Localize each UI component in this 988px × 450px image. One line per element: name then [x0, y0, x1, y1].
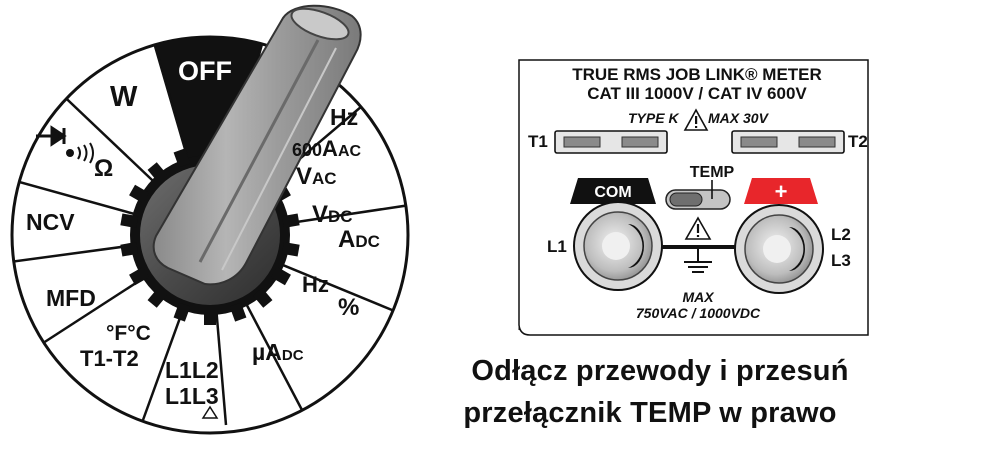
ground-icon: [684, 247, 712, 273]
max-rating-label: 750VAC / 1000VDC: [636, 305, 761, 321]
dial-label-vdc: VDC: [312, 201, 353, 228]
plus-label: +: [775, 179, 788, 204]
com-terminal[interactable]: COM: [570, 178, 663, 291]
dial-label-vac: VAC: [296, 163, 337, 190]
rotary-dial: OFF W Ω NCV MFD °F°C T1-T2 L1L2 L1L3 µAD…: [10, 2, 410, 435]
dial-label-temp-probes: T1-T2: [80, 346, 139, 371]
l2-label: L2: [831, 225, 851, 244]
dial-label-ncv: NCV: [26, 209, 75, 235]
off-segment: [148, 37, 268, 235]
dial-label-rotation-l1l3: L1L3: [165, 383, 219, 409]
t2-label: T2: [848, 132, 868, 151]
dial-label-percent: %: [338, 294, 359, 321]
temp-slide-switch[interactable]: [665, 180, 731, 210]
panel-title-line1: TRUE RMS JOB LINK® METER: [572, 65, 822, 84]
warning-triangle-icon: [683, 108, 709, 131]
selector-lever[interactable]: [152, 2, 362, 286]
instruction-line-2: przełącznik TEMP w prawo: [463, 397, 837, 429]
dial-label-mfd: MFD: [46, 285, 96, 311]
t1-socket[interactable]: [554, 130, 668, 154]
dial-label-w: W: [110, 81, 138, 113]
l3-label: L3: [831, 251, 851, 270]
dial-label-off: OFF: [178, 56, 232, 86]
dial-label-aac: 600AAC: [292, 136, 361, 161]
t2-socket[interactable]: [731, 130, 845, 154]
plus-terminal[interactable]: +: [734, 178, 824, 294]
type-k-label: TYPE K: [628, 110, 679, 126]
max-label: MAX: [682, 289, 715, 305]
diode-continuity-label: [36, 125, 94, 164]
dial-label-ohm: Ω: [94, 155, 113, 182]
pointer-triangle-icon: [201, 405, 219, 419]
instruction-line-1: Odłącz przewody i przesuń: [471, 355, 849, 387]
dial-label-adc: ADC: [338, 226, 380, 253]
warning-triangle-icon-center: [684, 216, 712, 240]
continuity-icon: [66, 149, 74, 157]
t1-label: T1: [528, 132, 548, 151]
meter-input-panel: TRUE RMS JOB LINK® METER CAT III 1000V /…: [518, 59, 869, 336]
dial-label-temp-units: °F°C: [106, 322, 151, 345]
dial-label-microamp: µADC: [252, 339, 304, 365]
max-30v-label: MAX 30V: [708, 110, 770, 126]
diode-icon: [36, 125, 67, 147]
l1-label: L1: [547, 237, 567, 256]
panel-title-line2: CAT III 1000V / CAT IV 600V: [587, 84, 807, 103]
com-label: COM: [594, 184, 631, 201]
dial-label-hz: Hz: [330, 104, 358, 130]
dial-label-rotation-l1l2: L1L2: [165, 357, 219, 383]
temp-switch-knob[interactable]: [669, 192, 703, 207]
temp-switch-label: TEMP: [690, 164, 735, 181]
dial-label-hz2: Hz: [302, 272, 329, 297]
